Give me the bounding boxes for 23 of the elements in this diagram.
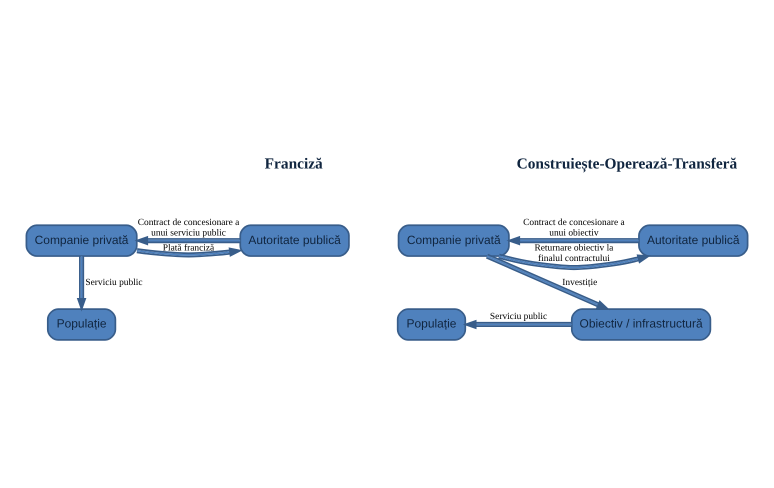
edge-label: Contract de concesionare a unui obiectiv bbox=[523, 218, 625, 238]
node-box: Autoritate publică bbox=[239, 224, 350, 256]
edge-label: Returnare obiectiv la finalul contractului bbox=[534, 243, 614, 264]
node-box: Obiectiv / infrastructură bbox=[570, 308, 712, 340]
edge-label: Plată franciză bbox=[162, 243, 214, 254]
node-box: Companie privată bbox=[398, 224, 510, 256]
edge-label: Serviciu public bbox=[490, 312, 548, 322]
edge-label: Investiție bbox=[562, 277, 598, 288]
arrow bbox=[134, 235, 240, 245]
arrow bbox=[498, 253, 652, 270]
label: Construiește-Operează-Transferă bbox=[516, 154, 738, 172]
arrow bbox=[76, 256, 86, 312]
node-box: Companie privată bbox=[26, 224, 138, 256]
node-box: Populație bbox=[396, 308, 466, 340]
edge-label: Serviciu public bbox=[85, 277, 143, 288]
arrow bbox=[506, 235, 639, 245]
arrow bbox=[136, 246, 243, 257]
node-box: Populație bbox=[46, 308, 116, 340]
arrow bbox=[462, 319, 572, 329]
edge-label: Contract de concesionare a unui serviciu public bbox=[138, 218, 240, 238]
node-box: Autoritate publică bbox=[638, 224, 748, 256]
arrow bbox=[486, 253, 610, 310]
label: Franciză bbox=[264, 154, 323, 172]
